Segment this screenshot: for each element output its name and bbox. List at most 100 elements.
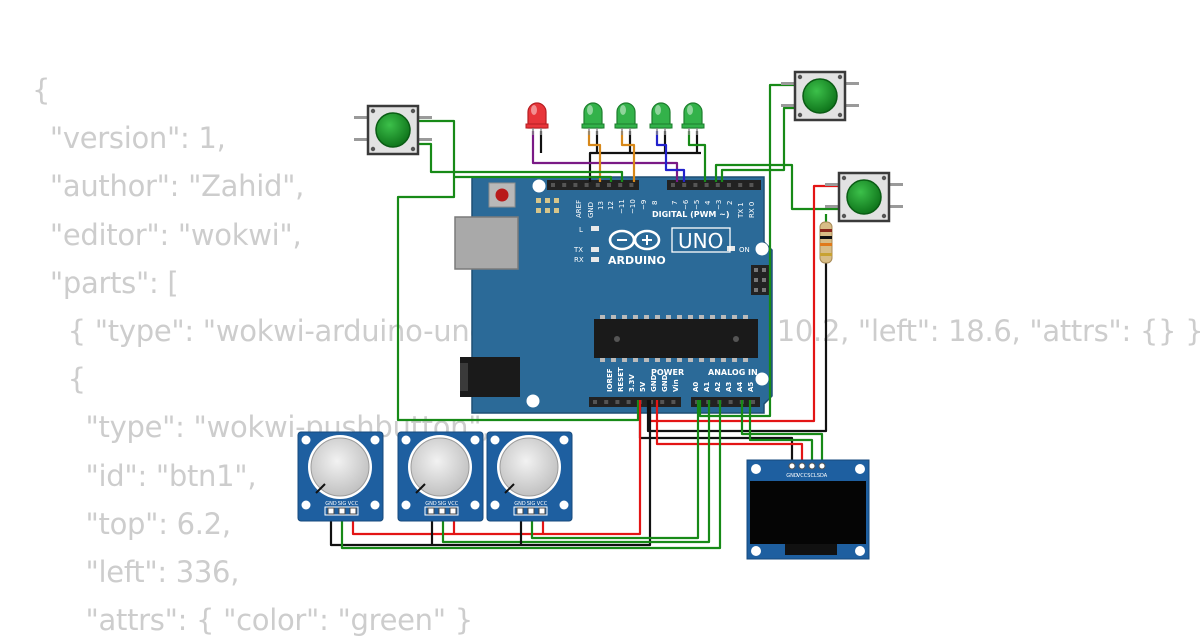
pin-label-gnd: GND: [587, 202, 595, 218]
pin-label-11: ~11: [618, 199, 626, 214]
led-red: [525, 102, 549, 135]
pin-label-aref: AREF: [575, 200, 583, 218]
resistor-band-3: [820, 243, 832, 246]
oled-pin-label-gnd: GND: [786, 473, 798, 479]
pot-pin-label: SIG: [438, 501, 447, 507]
pin-label-a1: A1: [703, 382, 711, 392]
pot-pin[interactable]: [427, 507, 435, 515]
wires: [329, 83, 840, 550]
mount-hole-2: [526, 394, 540, 408]
wire-led3-anode: [620, 131, 636, 182]
oled-pin-gnd[interactable]: [788, 462, 796, 470]
led-label-tx: TX: [573, 246, 583, 254]
led-green: [614, 102, 638, 135]
pin-label-4: 4: [704, 200, 712, 205]
pin-label-ioref: IOREF: [606, 368, 614, 392]
pin-label-13: 13: [597, 201, 605, 210]
led-tx: [591, 247, 599, 252]
code-line: "version": 1,: [32, 121, 226, 156]
pot-pin-label: GND: [325, 501, 337, 507]
oled-pin-vcc[interactable]: [798, 462, 806, 470]
wire-led1-anode: [531, 131, 679, 182]
reset-button-cap[interactable]: [495, 188, 509, 202]
mount-hole-4: [755, 372, 769, 386]
wire-btn-left-gnd: [396, 177, 640, 422]
potentiometer-knob[interactable]: [499, 437, 559, 497]
mount-hole-3: [755, 242, 769, 256]
digital-header: [547, 180, 639, 190]
resistor-band-2: [820, 236, 832, 239]
pin-label-a5: A5: [747, 382, 755, 392]
resistor-band-1: [820, 229, 832, 232]
led-on: [727, 246, 735, 251]
pot-pin[interactable]: [438, 507, 446, 515]
pushbuttons: [354, 70, 903, 223]
wire-btn-top-a: [698, 83, 795, 418]
pin-label-3: ~3: [715, 200, 723, 210]
wire-btn-left-b: [418, 142, 624, 182]
pin-label-12: 12: [607, 201, 615, 210]
oled-pin-label-vcc: VCC: [797, 473, 808, 479]
potentiometer-knob[interactable]: [310, 437, 370, 497]
oled-display: GND VCC SCL SDA: [746, 459, 870, 560]
uno-badge: [671, 227, 731, 253]
pin-label-a2: A2: [714, 382, 722, 392]
oled-pin-label-sda: SDA: [817, 473, 828, 479]
pushbutton-green[interactable]: [825, 171, 903, 223]
pin-label-10: ~10: [629, 199, 637, 214]
wire-oled-sda: [740, 400, 824, 464]
pin-label-tx: TX 1: [737, 202, 745, 219]
pin-label-6: ~6: [682, 199, 690, 210]
circuit-diagram: AREF GND 13 12 ~11 ~10 ~9 8 7 ~6 ~5 4 ~3…: [297, 70, 903, 560]
wire-pot-vcc: [351, 400, 642, 536]
pot-pin[interactable]: [527, 507, 535, 515]
digital-pin-labels: AREF GND 13 12 ~11 ~10 ~9 8 7 ~6 ~5 4 ~3…: [575, 199, 756, 219]
wire-pot-gnd: [329, 400, 652, 547]
led-green: [581, 102, 605, 135]
led-l: [591, 226, 599, 231]
arduino-brand-text: ARDUINO: [608, 254, 666, 267]
pot-pin[interactable]: [538, 507, 546, 515]
code-line: "editor": "wokwi",: [32, 217, 302, 252]
pot-pin-label: SIG: [338, 501, 347, 507]
pin-label-gnd-2: GND: [661, 374, 669, 392]
pushbutton-green[interactable]: [781, 70, 859, 122]
pot-pin-label: SIG: [527, 501, 536, 507]
pot-pin-label: GND: [514, 501, 526, 507]
code-line: {: [32, 362, 86, 397]
pushbutton-green[interactable]: [354, 104, 432, 156]
oled-pin-label-scl: SCL: [807, 473, 817, 479]
leds: [525, 102, 705, 135]
potentiometer-knob[interactable]: [410, 437, 470, 497]
led-green: [681, 102, 705, 135]
atmega-chip: [594, 319, 758, 358]
oled-pin-scl[interactable]: [808, 462, 816, 470]
pin-label-a3: A3: [725, 382, 733, 392]
resistor-band-4: [820, 253, 832, 256]
oled-ribbon: [785, 544, 837, 555]
pot-pin[interactable]: [327, 507, 335, 515]
pin-label-8: 8: [651, 201, 659, 205]
power-jack: [460, 357, 520, 397]
pin-label-vin: Vin: [672, 379, 680, 392]
led-label-l: L: [579, 226, 583, 234]
pin-label-9: ~9: [640, 200, 648, 210]
code-line: "top": 6.2,: [32, 506, 232, 541]
pot-pin[interactable]: [449, 507, 457, 515]
pin-label-5: ~5: [693, 200, 701, 210]
pin-label-a0: A0: [692, 382, 700, 392]
code-line: "left": 336,: [32, 554, 240, 589]
pot-pin[interactable]: [516, 507, 524, 515]
oled-screen: [750, 481, 866, 544]
wire-pot2-sig: [441, 400, 711, 544]
led-rx: [591, 257, 599, 262]
pot-pin[interactable]: [349, 507, 357, 515]
pin-label-a4: A4: [736, 382, 744, 392]
analog-section-label: ANALOG IN: [708, 368, 758, 377]
oled-pin-sda[interactable]: [818, 462, 826, 470]
power-section-label: POWER: [651, 368, 684, 377]
pot-pin[interactable]: [338, 507, 346, 515]
